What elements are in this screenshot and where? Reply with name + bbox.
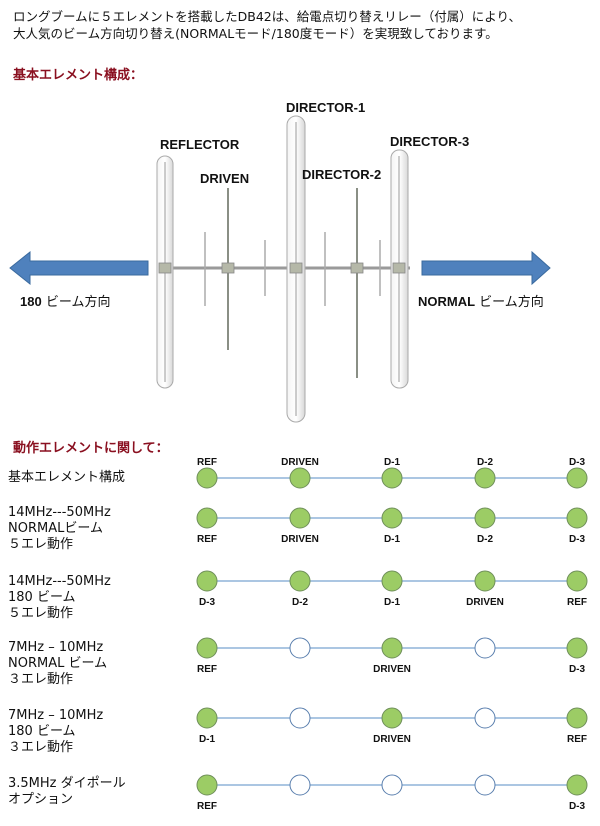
- element-label: D-3: [569, 664, 586, 675]
- element-inactive-dot: [381, 774, 403, 796]
- intro-text: ロングブームに５エレメントを搭載したDB42は、給電点切り替えリレー（付属）によ…: [13, 8, 593, 42]
- element-label: D-1: [199, 734, 216, 745]
- element-inactive-dot: [474, 707, 496, 729]
- intro-line-1: ロングブームに５エレメントを搭載したDB42は、給電点切り替えリレー（付属）によ…: [13, 9, 521, 24]
- driven-label: DRIVEN: [200, 171, 250, 186]
- element-label: D-2: [292, 597, 309, 608]
- element-active-dot: [289, 570, 311, 592]
- arrow-right-icon: [421, 250, 551, 286]
- element-inactive-dot: [289, 774, 311, 796]
- element-active-dot: [381, 637, 403, 659]
- element-label: DRIVEN: [373, 664, 411, 675]
- row-label-line: 7MHz – 10MHz: [8, 708, 104, 723]
- element-active-dot: [289, 467, 311, 489]
- element-inactive-dot: [474, 637, 496, 659]
- element-label: D-1: [384, 457, 401, 468]
- director-3-element: [390, 149, 409, 389]
- element-active-dot: [474, 570, 496, 592]
- basic-config-title: 基本エレメント構成：: [13, 68, 144, 83]
- element-active-dot: [196, 507, 218, 529]
- operation-title: 動作エレメントに関して：: [13, 441, 169, 456]
- row-label-line: 14MHz---50MHz: [8, 574, 111, 589]
- element-label: REF: [567, 734, 587, 745]
- element-label: REF: [197, 664, 217, 675]
- element-label: DRIVEN: [466, 597, 504, 608]
- row-label: 基本エレメント構成: [8, 470, 125, 486]
- element-active-dot: [566, 507, 588, 529]
- intro-line-2: 大人気のビーム方向切り替え(NORMALモード/180度モード）を実現致しており…: [13, 26, 498, 41]
- element-active-dot: [196, 570, 218, 592]
- element-active-dot: [474, 467, 496, 489]
- element-label: REF: [197, 534, 217, 545]
- beam-normal-label: NORMAL ビーム方向: [418, 294, 544, 310]
- director-2-element: [350, 188, 364, 378]
- element-active-dot: [196, 467, 218, 489]
- row-label-line: ５エレ動作: [8, 537, 74, 552]
- driven-element: [221, 188, 235, 350]
- element-label: D-3: [569, 801, 586, 812]
- row-label-line: NORMALビーム: [8, 521, 103, 536]
- row-label-line: NORMAL ビーム: [8, 656, 108, 671]
- row-label-line: 180 ビーム: [8, 590, 76, 605]
- row-label-line: 7MHz – 10MHz: [8, 640, 104, 655]
- element-active-dot: [381, 707, 403, 729]
- director-1-label: DIRECTOR-1: [286, 100, 366, 115]
- element-label: D-1: [384, 534, 401, 545]
- row-label-line: ５エレ動作: [8, 606, 74, 621]
- row-label-line: 14MHz---50MHz: [8, 505, 111, 520]
- element-label: D-2: [477, 534, 494, 545]
- element-active-dot: [381, 467, 403, 489]
- element-label: REF: [197, 801, 217, 812]
- element-inactive-dot: [289, 707, 311, 729]
- element-label: D-3: [199, 597, 216, 608]
- element-active-dot: [566, 774, 588, 796]
- element-active-dot: [289, 507, 311, 529]
- element-active-dot: [474, 507, 496, 529]
- row-label-line: 基本エレメント構成: [8, 470, 126, 485]
- element-label: REF: [197, 457, 217, 468]
- element-label: DRIVEN: [281, 534, 319, 545]
- arrow-left-icon: [9, 250, 149, 286]
- element-label: D-3: [569, 457, 586, 468]
- row-label-line: 3.5MHz ダイポール: [8, 776, 126, 791]
- element-label: D-2: [477, 457, 494, 468]
- element-inactive-dot: [474, 774, 496, 796]
- row-label-line: 180 ビーム: [8, 724, 76, 739]
- row-label-line: ３エレ動作: [8, 740, 74, 755]
- antenna-diagram: [9, 115, 551, 423]
- row-label-line: ３エレ動作: [8, 672, 74, 687]
- director-3-label: DIRECTOR-3: [390, 134, 470, 149]
- row-label: 3.5MHz ダイポールオプション: [8, 776, 126, 808]
- element-active-dot: [381, 570, 403, 592]
- beam-180-label: 180 ビーム方向: [20, 294, 111, 310]
- element-label: D-1: [384, 597, 401, 608]
- element-label: DRIVEN: [373, 734, 411, 745]
- director-2-label: DIRECTOR-2: [302, 167, 382, 182]
- element-active-dot: [196, 774, 218, 796]
- element-label: D-3: [569, 534, 586, 545]
- reflector-label: REFLECTOR: [160, 137, 240, 152]
- element-inactive-dot: [289, 637, 311, 659]
- element-active-dot: [196, 707, 218, 729]
- element-active-dot: [566, 707, 588, 729]
- element-active-dot: [381, 507, 403, 529]
- element-active-dot: [566, 467, 588, 489]
- reflector-element: [156, 155, 174, 389]
- row-label-line: オプション: [8, 792, 74, 807]
- director-1-element: [286, 115, 306, 423]
- element-label: DRIVEN: [281, 457, 319, 468]
- element-active-dot: [566, 637, 588, 659]
- element-label: REF: [567, 597, 587, 608]
- element-active-dot: [196, 637, 218, 659]
- element-active-dot: [566, 570, 588, 592]
